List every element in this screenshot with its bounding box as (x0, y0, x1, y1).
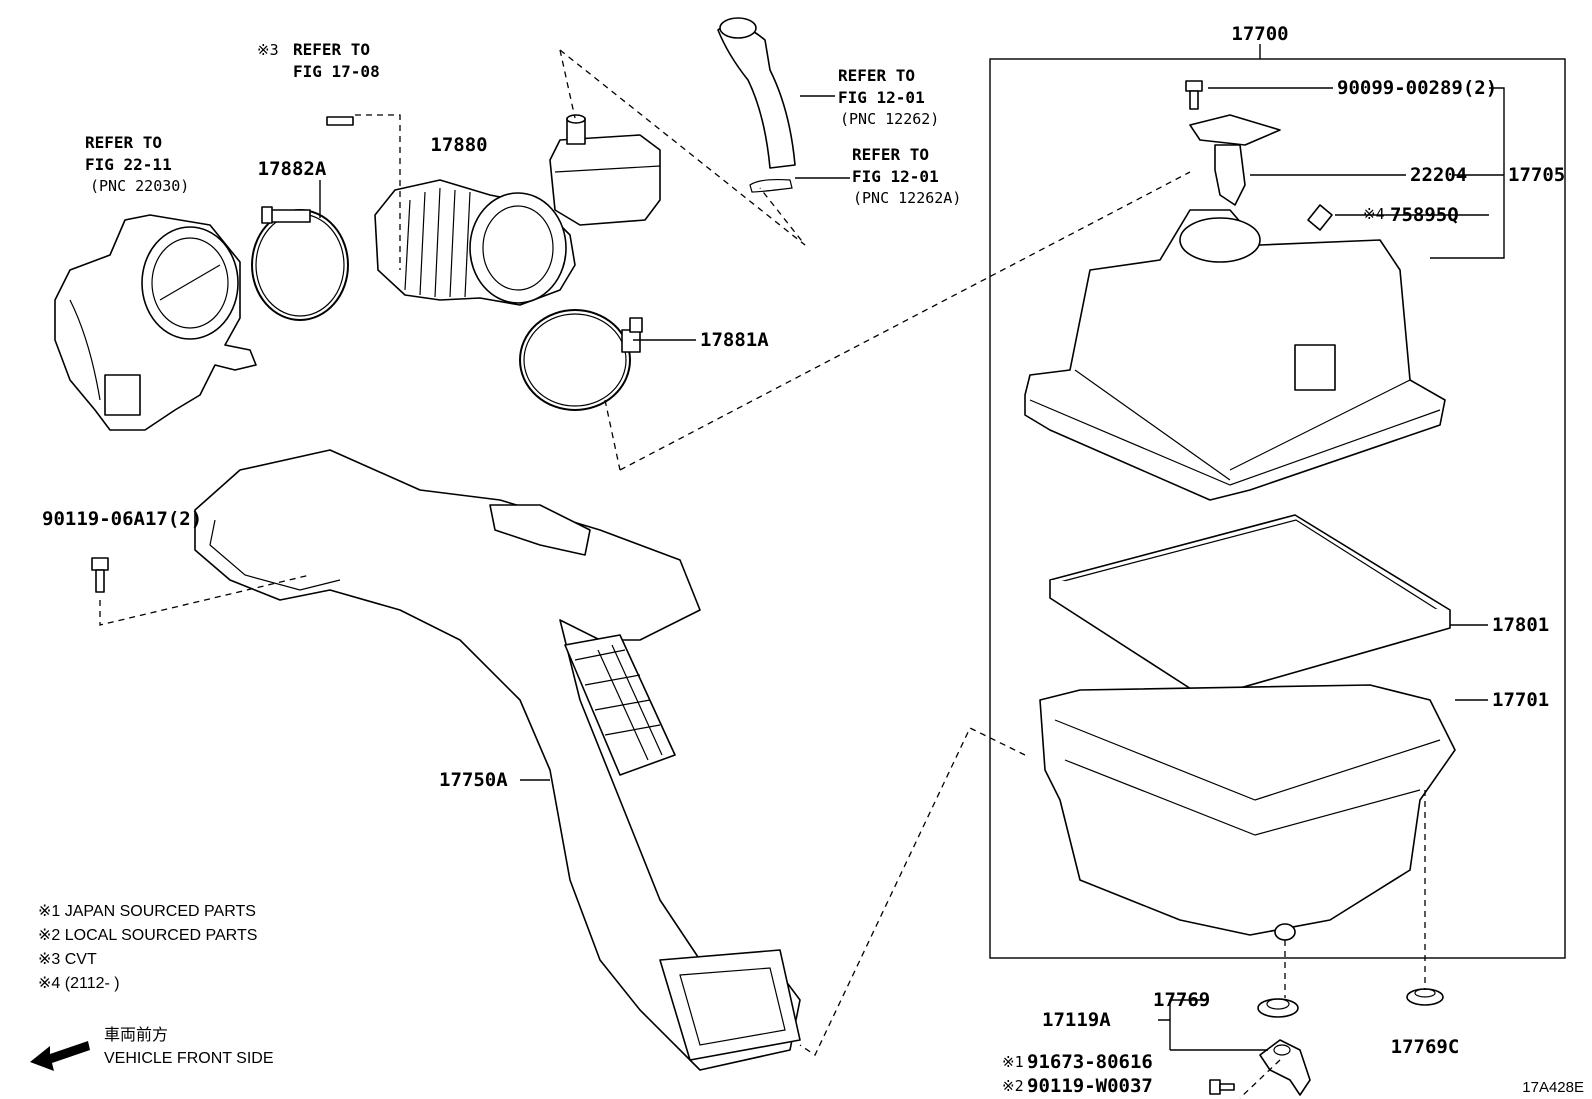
ref3-line1: REFER TO (293, 40, 370, 59)
clamp-17882a-part (251, 206, 349, 321)
grommet-17769c-part (1406, 988, 1444, 1006)
callout-17705: 17705 (1508, 164, 1565, 186)
callout-90119-w0037-mark: ※2 (1002, 1077, 1024, 1095)
callout-90099-00289: 90099-00289(2) (1337, 77, 1497, 99)
ref12a-line1: REFER TO (838, 66, 915, 85)
bolt-90119-06a17-part (91, 557, 109, 593)
clamp-17881a-part (519, 309, 643, 411)
callout-75895q: 75895Q (1390, 204, 1459, 226)
grommet-17769-part (1257, 998, 1299, 1018)
ref12a-line2: FIG 12-01 (838, 88, 925, 107)
air-cleaner-cap-part (1024, 209, 1446, 501)
callout-17769: 17769 (1153, 989, 1210, 1011)
direction-label-jp: 車両前方 (104, 1026, 168, 1044)
callout-17882a: 17882A (258, 158, 327, 180)
mass-air-flow-sensor-22204-part (1189, 114, 1281, 206)
bracket-17119a-part (1259, 1039, 1311, 1096)
air-filter-element-17801-part (1049, 514, 1451, 699)
ref22-line1: REFER TO (85, 133, 162, 152)
ref12b-line2: FIG 12-01 (852, 167, 939, 186)
callout-90119-06a17: 90119-06A17(2) (42, 508, 202, 530)
callout-17701: 17701 (1492, 689, 1549, 711)
hose-part-17-08 (326, 116, 354, 126)
callout-17880: 17880 (430, 134, 487, 156)
callout-17700: 17700 (1231, 23, 1288, 45)
callout-17750a: 17750A (439, 769, 508, 791)
callout-17801: 17801 (1492, 614, 1549, 636)
ref22-line2: FIG 22-11 (85, 155, 172, 174)
bolt-91673-part (1209, 1079, 1235, 1095)
legend-note-3: ※3 CVT (38, 951, 97, 968)
ref12a-line3: (PNC 12262) (840, 110, 939, 128)
callout-17769c: 17769C (1391, 1036, 1460, 1058)
callout-22204: 22204 (1410, 164, 1467, 186)
ref3-mark: ※3 (257, 41, 279, 59)
resonator-part (549, 114, 661, 226)
callout-17119a: 17119A (1042, 1009, 1111, 1031)
legend-note-4: ※4 (2112- ) (38, 975, 120, 992)
figure-id: 17A428E (1522, 1079, 1584, 1096)
callout-17881a: 17881A (700, 329, 769, 351)
callout-75895q-mark: ※4 (1363, 205, 1385, 223)
callout-91673-mark: ※1 (1002, 1053, 1024, 1071)
bolt-90099-part (1185, 80, 1203, 110)
legend-note-1: ※1 JAPAN SOURCED PARTS (38, 903, 256, 920)
air-duct-17750a-part (194, 449, 801, 1071)
legend-note-2: ※2 LOCAL SOURCED PARTS (38, 927, 257, 944)
hose-12262-part (717, 17, 796, 193)
throttle-body-part (54, 214, 257, 431)
label-75895q-part (1307, 204, 1333, 231)
ref12b-line3: (PNC 12262A) (853, 189, 961, 207)
intake-hose-17880-part (374, 179, 576, 306)
ref22-line3: (PNC 22030) (90, 177, 189, 195)
ref12b-line1: REFER TO (852, 145, 929, 164)
air-cleaner-case-17701-part (1039, 684, 1456, 941)
direction-label-en: VEHICLE FRONT SIDE (104, 1050, 274, 1067)
callout-90119-w0037: 90119-W0037 (1027, 1075, 1153, 1097)
ref3-line2: FIG 17-08 (293, 62, 380, 81)
vehicle-front-arrow-icon (30, 1041, 90, 1071)
assembly-box-17700 (989, 58, 1566, 959)
callout-91673-80616: 91673-80616 (1027, 1051, 1153, 1073)
